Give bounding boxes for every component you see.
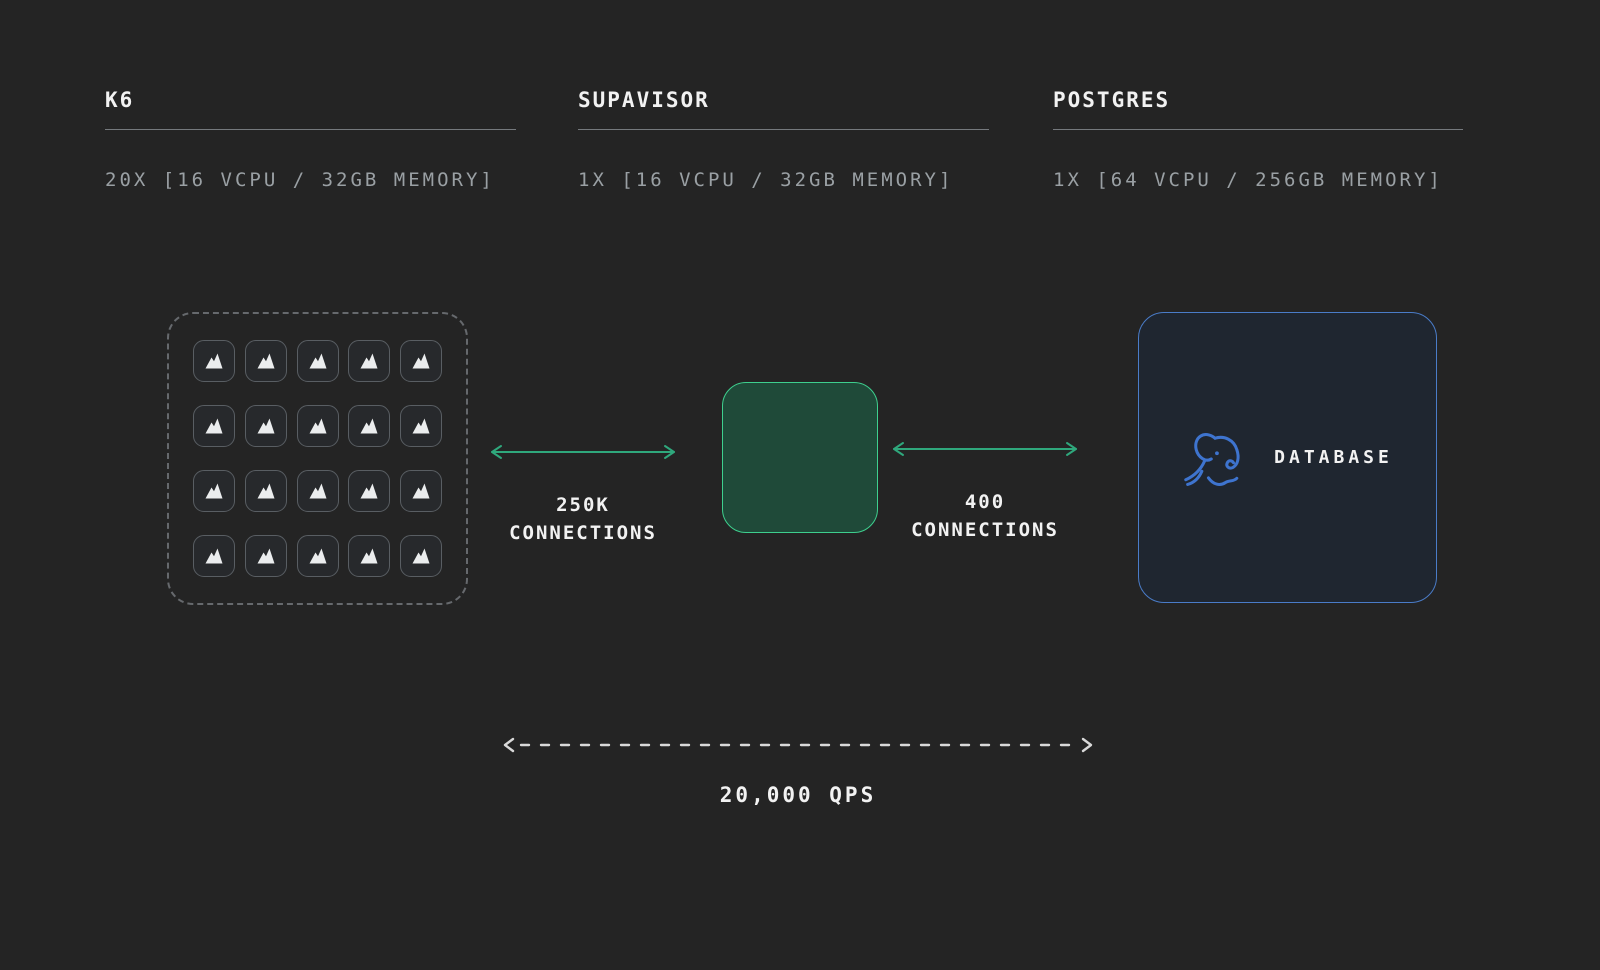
- k6-instance: [193, 405, 235, 447]
- k6-mountain-icon: [412, 353, 430, 369]
- connections-count: 400: [964, 491, 1006, 513]
- connections-word: CONNECTIONS: [911, 519, 1059, 541]
- k6-mountain-icon: [412, 418, 430, 434]
- k6-mountain-icon: [205, 353, 223, 369]
- k6-mountain-icon: [257, 353, 275, 369]
- column-header-postgres: POSTGRES 1X [64 VCPU / 256GB MEMORY]: [1053, 88, 1463, 191]
- supavisor-box: [722, 382, 878, 533]
- column-title: POSTGRES: [1053, 88, 1463, 130]
- postgres-database-box: DATABASE: [1138, 312, 1437, 603]
- dashed-double-arrow-icon: [503, 737, 1093, 753]
- k6-instance: [193, 470, 235, 512]
- column-header-k6: K6 20X [16 VCPU / 32GB MEMORY]: [105, 88, 516, 191]
- k6-mountain-icon: [257, 483, 275, 499]
- database-label: DATABASE: [1274, 447, 1393, 468]
- k6-instance: [400, 470, 442, 512]
- k6-cluster-box: [167, 312, 468, 605]
- k6-mountain-icon: [309, 418, 326, 434]
- k6-mountain-icon: [309, 353, 326, 369]
- k6-mountain-icon: [360, 483, 378, 499]
- k6-mountain-icon: [257, 418, 275, 434]
- column-header-supavisor: SUPAVISOR 1X [16 VCPU / 32GB MEMORY]: [578, 88, 989, 191]
- k6-instance: [348, 405, 391, 447]
- column-spec: 1X [16 VCPU / 32GB MEMORY]: [578, 169, 954, 191]
- double-arrow-icon: [491, 445, 675, 459]
- k6-mountain-icon: [412, 483, 430, 499]
- k6-mountain-icon: [205, 548, 223, 564]
- k6-instance: [244, 535, 287, 577]
- qps-label: 20,000 QPS: [719, 783, 877, 807]
- k6-mountain-icon: [205, 418, 223, 434]
- postgres-elephant-icon: [1184, 432, 1240, 486]
- connections-label: 400 CONNECTIONS: [890, 488, 1080, 544]
- column-spec: 20X [16 VCPU / 32GB MEMORY]: [105, 169, 495, 191]
- k6-instance: [296, 470, 339, 512]
- k6-mountain-icon: [205, 483, 223, 499]
- link-total-qps: 20,000 QPS: [501, 736, 1095, 807]
- link-k6-supavisor: 250K CONNECTIONS: [488, 444, 678, 547]
- k6-instance: [348, 470, 391, 512]
- k6-instance: [400, 405, 442, 447]
- k6-mountain-icon: [257, 548, 275, 564]
- k6-instance: [348, 535, 391, 577]
- column-title: K6: [105, 88, 516, 130]
- k6-instance: [244, 470, 287, 512]
- connections-label: 250K CONNECTIONS: [488, 491, 678, 547]
- k6-instance: [400, 535, 442, 577]
- k6-instance: [296, 535, 339, 577]
- column-title: SUPAVISOR: [578, 88, 989, 130]
- k6-instance: [400, 340, 442, 382]
- column-spec: 1X [64 VCPU / 256GB MEMORY]: [1053, 169, 1443, 191]
- k6-instance: [296, 340, 339, 382]
- k6-instance: [193, 340, 235, 382]
- k6-instance: [193, 535, 235, 577]
- double-arrow-icon: [893, 442, 1077, 456]
- k6-mountain-icon: [412, 548, 430, 564]
- k6-instance: [296, 405, 339, 447]
- k6-instance: [348, 340, 391, 382]
- connections-count: 250K: [556, 494, 610, 516]
- k6-mountain-icon: [360, 353, 378, 369]
- k6-mountain-icon: [309, 548, 326, 564]
- link-supavisor-postgres: 400 CONNECTIONS: [890, 441, 1080, 544]
- connections-word: CONNECTIONS: [509, 522, 657, 544]
- k6-mountain-icon: [360, 548, 378, 564]
- k6-instance: [244, 340, 287, 382]
- k6-mountain-icon: [309, 483, 326, 499]
- k6-mountain-icon: [360, 418, 378, 434]
- k6-instance: [244, 405, 287, 447]
